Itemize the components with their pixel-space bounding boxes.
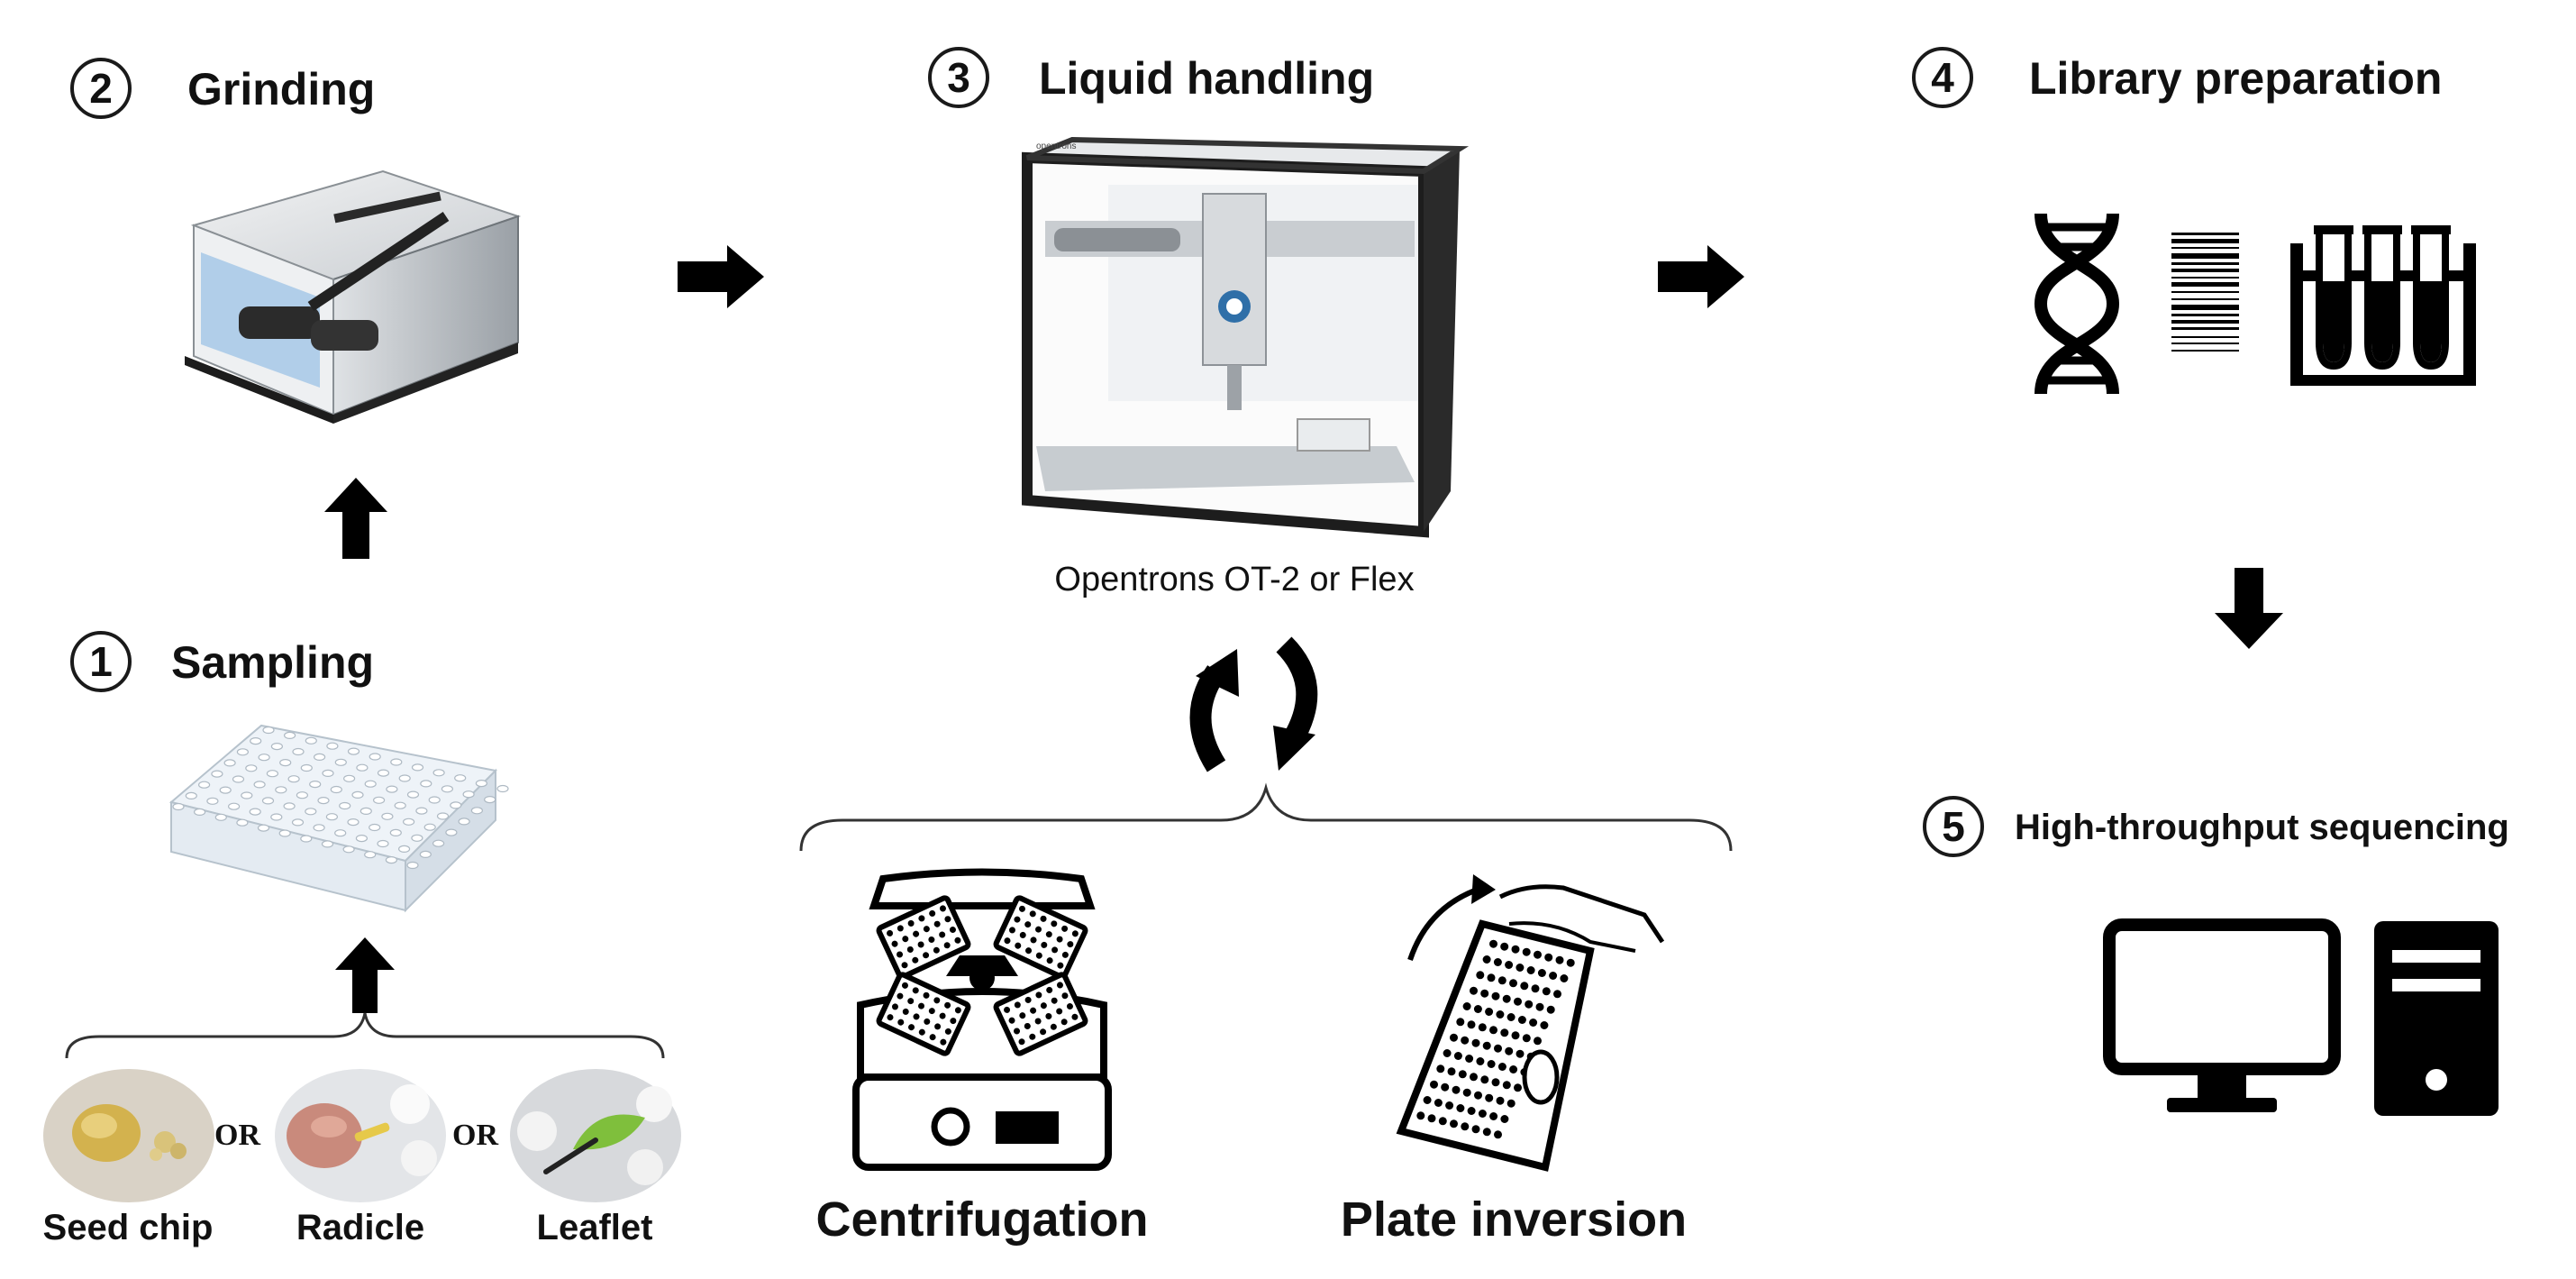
plate-inversion-icon	[1396, 874, 1665, 1172]
or-label-2: OR	[452, 1119, 498, 1152]
dna-icon	[2034, 213, 2120, 395]
arrow-up-icon	[335, 937, 395, 1013]
sample-brace	[65, 1012, 665, 1059]
step-2-title: Grinding	[187, 64, 376, 114]
seed-chip-photo	[43, 1069, 214, 1202]
liquid-handler-robot: opentrons	[1022, 136, 1470, 538]
step-2-number: 2	[70, 58, 132, 119]
step-5-title: High-throughput sequencing	[2015, 808, 2509, 847]
process-brace	[799, 782, 1733, 852]
process-centrifugation-label: Centrifugation	[815, 1192, 1149, 1247]
test-tubes-icon	[2290, 225, 2476, 386]
step-3-number: 3	[928, 47, 989, 108]
robot-caption: Opentrons OT-2 or Flex	[1054, 561, 1415, 598]
grinder-image	[185, 169, 522, 424]
barcode-icon	[2171, 233, 2239, 352]
process-plate-inversion-label: Plate inversion	[1340, 1192, 1688, 1247]
step-1-title: Sampling	[171, 637, 375, 688]
leaflet-photo	[510, 1069, 681, 1202]
step-5-number: 5	[1923, 796, 1984, 857]
step-3-title: Liquid handling	[1039, 53, 1375, 104]
sample-seed-chip-label: Seed chip	[42, 1208, 214, 1247]
centrifuge-icon	[852, 868, 1112, 1171]
arrow-up-icon	[324, 478, 387, 559]
computer-icon	[2103, 918, 2499, 1116]
sample-leaflet-label: Leaflet	[536, 1208, 653, 1247]
radicle-photo	[275, 1069, 446, 1202]
cycle-arrows-icon	[1189, 636, 1318, 772]
or-label-1: OR	[214, 1119, 260, 1152]
arrow-right-icon	[678, 245, 764, 308]
arrow-down-icon	[2215, 568, 2283, 649]
step-1-number: 1	[70, 631, 132, 692]
step-4-title: Library preparation	[2029, 53, 2443, 104]
step-4-number: 4	[1912, 47, 1973, 108]
sample-radicle-label: Radicle	[296, 1208, 425, 1247]
robot-brand-text: opentrons	[1036, 142, 1076, 151]
well-plate-image	[168, 724, 509, 913]
arrow-right-icon	[1658, 245, 1744, 308]
